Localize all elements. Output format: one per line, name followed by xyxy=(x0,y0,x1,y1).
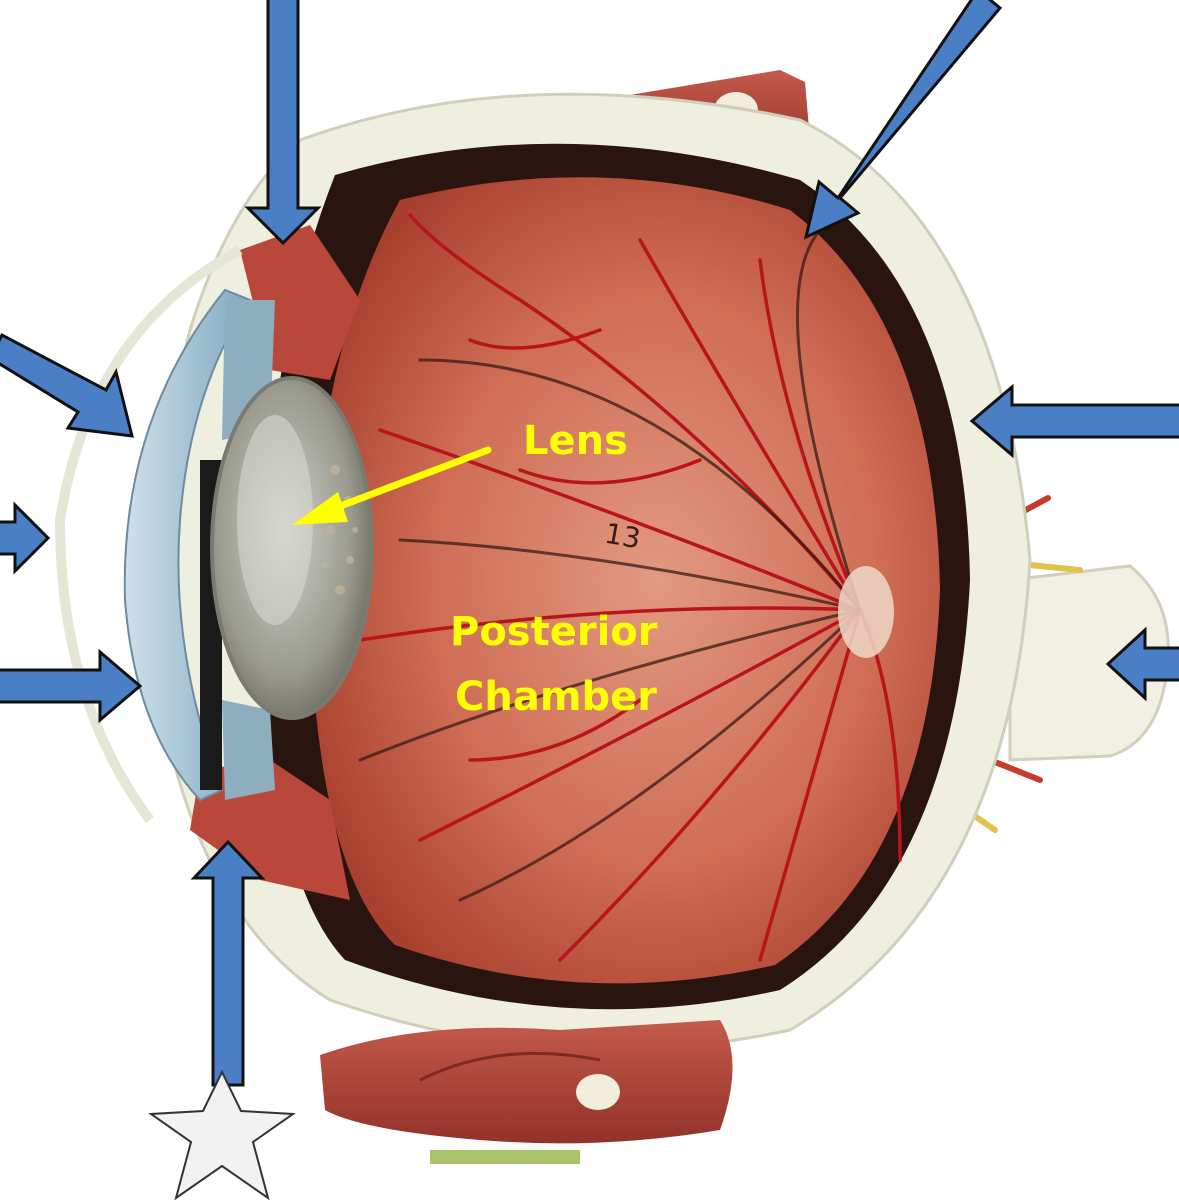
retinal-veins xyxy=(358,228,862,902)
posterior-chamber-label-line1: Posterior xyxy=(450,609,658,655)
optic-disc xyxy=(838,566,894,658)
blue-block-arrow-icon xyxy=(244,0,322,246)
cornea xyxy=(123,288,252,802)
blue-block-arrow-icon xyxy=(190,839,266,1087)
lens-label: Lens xyxy=(523,418,628,464)
yellow-arrow-icon xyxy=(292,446,492,525)
stand-base xyxy=(430,1150,580,1164)
blue-block-arrow-icon xyxy=(803,0,1003,240)
blue-block-arrow-icon xyxy=(969,383,1179,459)
retina xyxy=(310,177,940,984)
posterior-chamber-label-line2: Chamber xyxy=(455,674,657,720)
outer-shell-arc xyxy=(54,245,243,823)
retinal-vessels xyxy=(358,213,902,962)
pointer-arrows xyxy=(0,0,1179,1087)
blue-block-arrow-icon xyxy=(0,501,51,575)
blue-block-arrow-icon xyxy=(0,648,143,724)
inferior-muscle xyxy=(320,1020,733,1144)
blue-block-arrow-icon xyxy=(1105,626,1179,702)
inferior-muscle-fold xyxy=(419,1051,601,1082)
blue-block-arrow-icon xyxy=(0,332,134,438)
star-icon xyxy=(148,1069,296,1200)
muscle-hole-bottom xyxy=(576,1074,620,1110)
lens-highlight xyxy=(237,415,313,625)
iris-band-lower xyxy=(222,700,275,800)
eye-model: 13 xyxy=(54,70,1170,1164)
model-number-mark: 13 xyxy=(602,517,643,556)
